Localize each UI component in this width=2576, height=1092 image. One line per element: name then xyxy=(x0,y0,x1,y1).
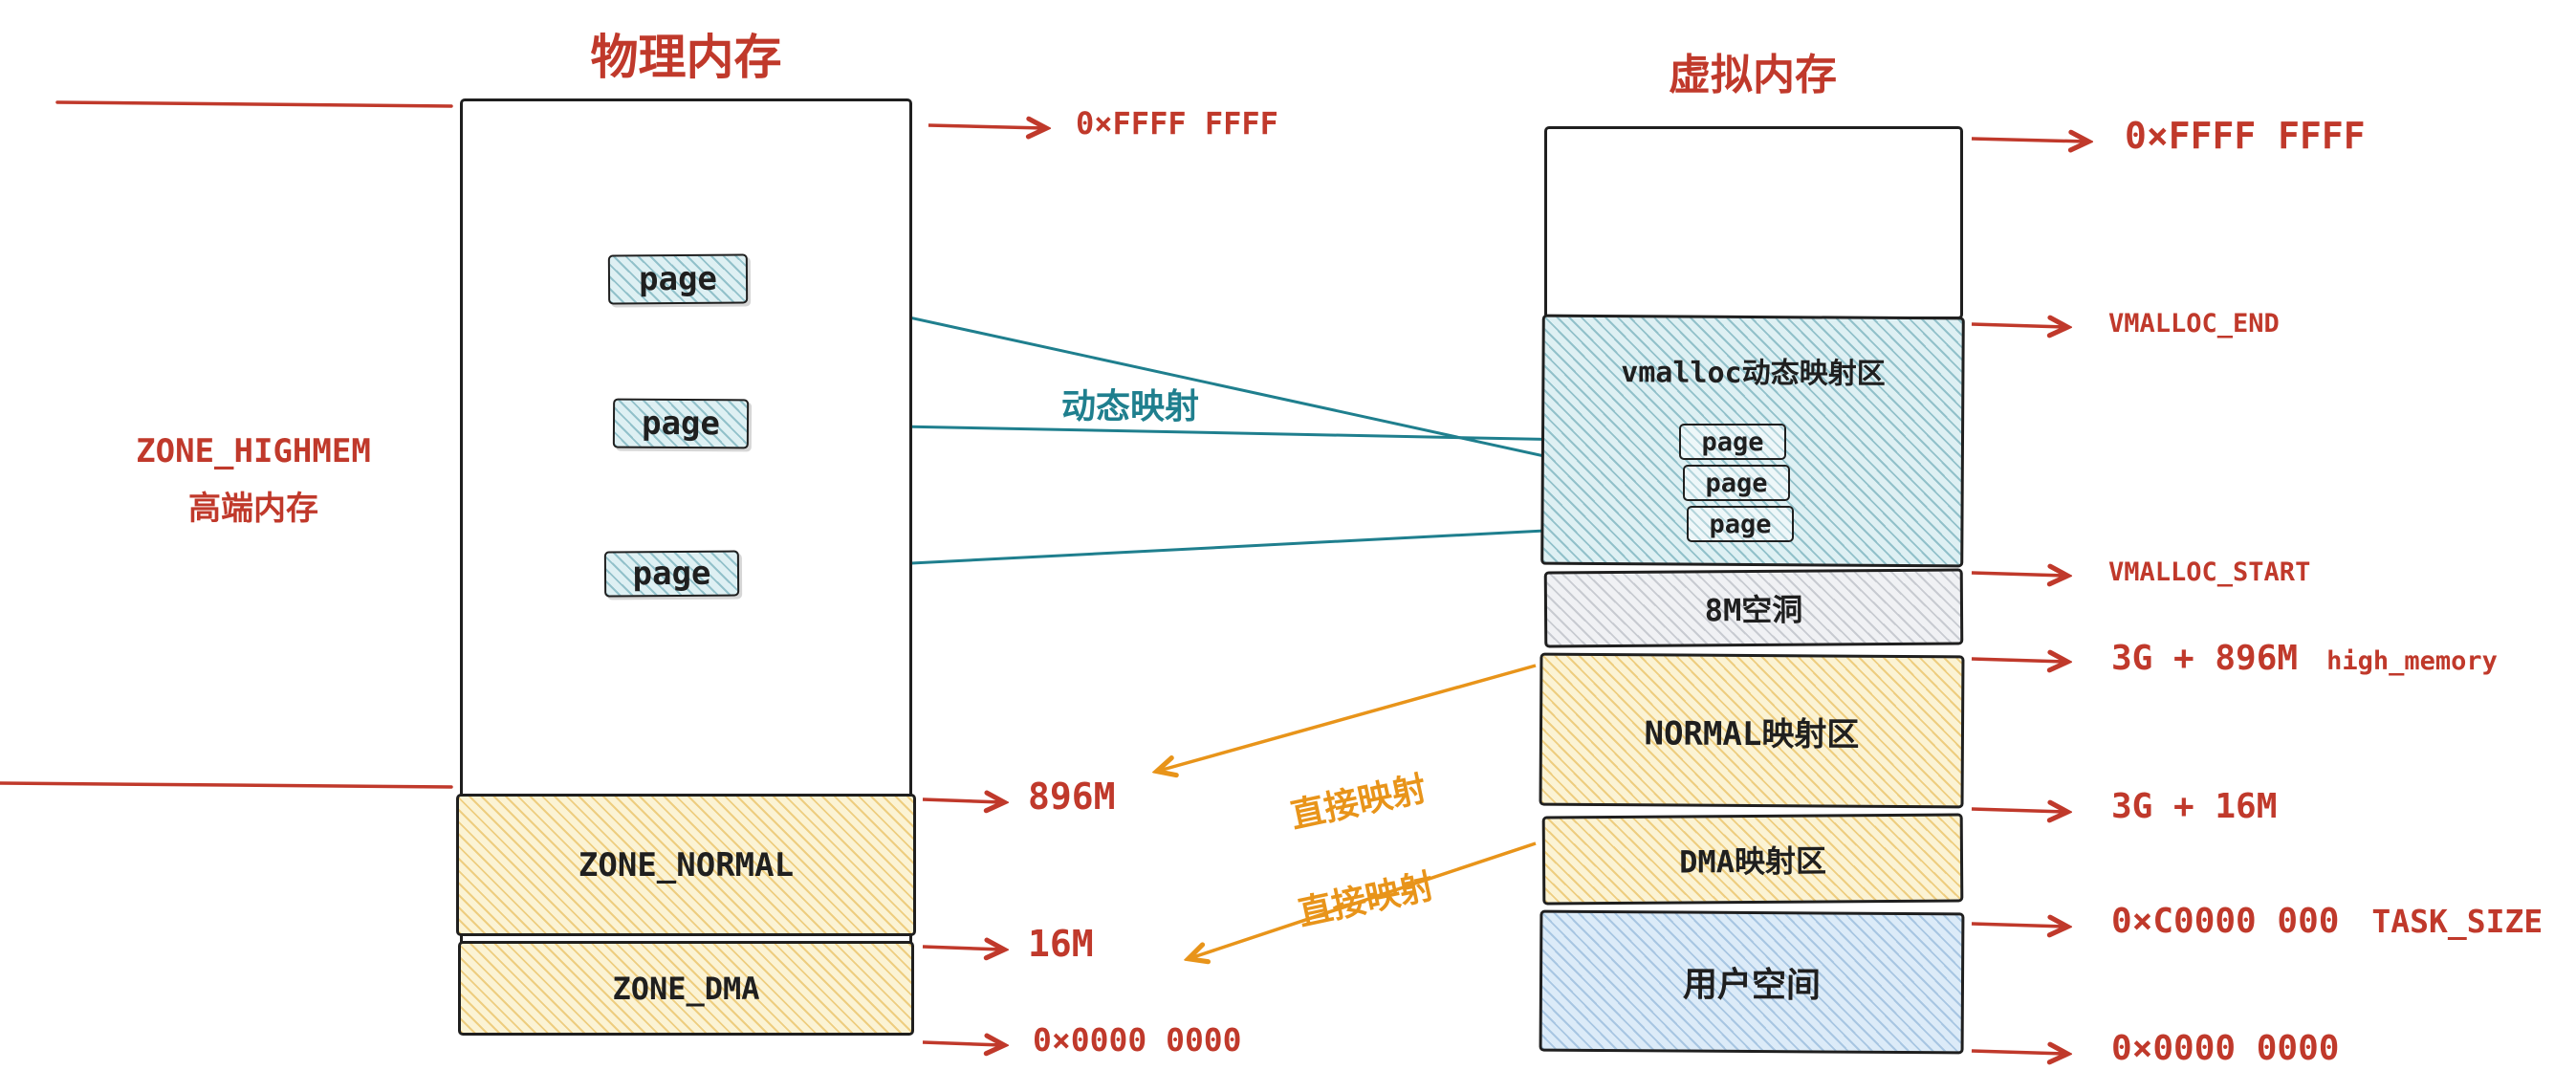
dynamic-mapping-label: 动态映射 xyxy=(1061,387,1200,426)
virtual-page-3: page xyxy=(1687,506,1794,542)
zone-highmem-name: ZONE_HIGHMEM xyxy=(136,432,371,470)
direct-mapping-arrow-1 xyxy=(1159,664,1537,771)
virt-marker-arrow-high-memory xyxy=(1971,659,2065,662)
virt-marker-task-size-sub: TASK_SIZE xyxy=(2371,903,2543,940)
virt-marker-c0000: 0×C0000 000 xyxy=(2111,902,2340,941)
virt-marker-high-memory-sub: high_memory xyxy=(2326,646,2498,676)
virt-marker-high-memory-row: 3G + 896M high_memory xyxy=(2111,639,2498,678)
virt-marker-3g896m: 3G + 896M xyxy=(2111,639,2299,678)
virtual-memory-title: 虚拟内存 xyxy=(1669,51,1837,99)
virt-marker-task-size-row: 0×C0000 000 TASK_SIZE xyxy=(2111,902,2543,941)
user-space-section: 用户空间 xyxy=(1539,909,1965,1055)
virt-marker-arrow-zero xyxy=(1971,1051,2065,1054)
virt-marker-ffff: 0×FFFF FFFF xyxy=(2125,115,2366,157)
virtual-page-1-label: page xyxy=(1701,426,1764,457)
dma-mapping-label: DMA映射区 xyxy=(1678,841,1827,881)
virt-marker-vmalloc-start: VMALLOC_START xyxy=(2108,557,2311,587)
zone-dma-label: ZONE_DMA xyxy=(612,970,760,1007)
dma-mapping-section: DMA映射区 xyxy=(1541,813,1964,906)
virtual-page-1: page xyxy=(1679,424,1786,460)
zone-normal-label: ZONE_NORMAL xyxy=(578,845,795,885)
zone-dma-block: ZONE_DMA xyxy=(458,941,914,1036)
physical-page-1-label: page xyxy=(638,259,718,299)
virt-marker-vmalloc-end: VMALLOC_END xyxy=(2108,309,2280,339)
normal-mapping-label: NORMAL映射区 xyxy=(1644,713,1860,754)
virtual-top-empty-block xyxy=(1544,126,1963,319)
normal-mapping-section: NORMAL映射区 xyxy=(1539,652,1965,809)
virt-marker-arrow-vmalloc-end xyxy=(1971,324,2065,327)
phys-marker-zero: 0×0000 0000 xyxy=(1033,1021,1242,1059)
phys-marker-arrow-896m xyxy=(922,799,1002,802)
physical-page-3-label: page xyxy=(632,554,711,594)
phys-marker-arrow-ffff xyxy=(928,125,1044,128)
virtual-page-2-label: page xyxy=(1705,468,1768,498)
zone-highmem-label: ZONE_HIGHMEM 高端内存 xyxy=(67,432,440,529)
direct-mapping-label-2: 直接映射 xyxy=(1295,866,1438,934)
zone-highmem-chinese: 高端内存 xyxy=(188,490,318,528)
physical-page-3: page xyxy=(603,550,740,598)
zone-normal-block: ZONE_NORMAL xyxy=(456,794,916,936)
8m-hole-section: 8M空洞 xyxy=(1543,568,1964,648)
physical-page-1: page xyxy=(607,253,749,305)
virt-marker-arrow-task-size xyxy=(1971,924,2065,927)
physical-page-2: page xyxy=(612,398,750,449)
8m-hole-label: 8M空洞 xyxy=(1704,591,1803,629)
virt-marker-3g16m: 3G + 16M xyxy=(2111,787,2278,826)
highmem-bottom-boundary-line xyxy=(0,781,453,789)
phys-marker-ffff: 0×FFFF FFFF xyxy=(1076,105,1278,142)
phys-marker-arrow-zero xyxy=(922,1042,1002,1045)
virtual-page-3-label: page xyxy=(1709,509,1772,539)
physical-memory-title: 物理内存 xyxy=(590,30,782,85)
highmem-top-boundary-line xyxy=(55,100,453,108)
phys-marker-896m: 896M xyxy=(1028,775,1116,818)
user-space-label: 用户空间 xyxy=(1682,965,1822,1006)
virt-marker-arrow-vmalloc-start xyxy=(1971,573,2065,576)
virt-marker-arrow-ffff xyxy=(1971,139,2086,142)
virt-marker-arrow-3g16m xyxy=(1971,809,2065,812)
virt-marker-zero: 0×0000 0000 xyxy=(2111,1029,2340,1068)
direct-mapping-label-1: 直接映射 xyxy=(1287,769,1430,837)
physical-page-2-label: page xyxy=(641,404,721,444)
phys-marker-16m: 16M xyxy=(1028,923,1094,965)
vmalloc-section-label: vmalloc动态映射区 xyxy=(1621,356,1886,391)
phys-marker-arrow-16m xyxy=(922,947,1002,950)
virtual-page-2: page xyxy=(1683,465,1790,501)
